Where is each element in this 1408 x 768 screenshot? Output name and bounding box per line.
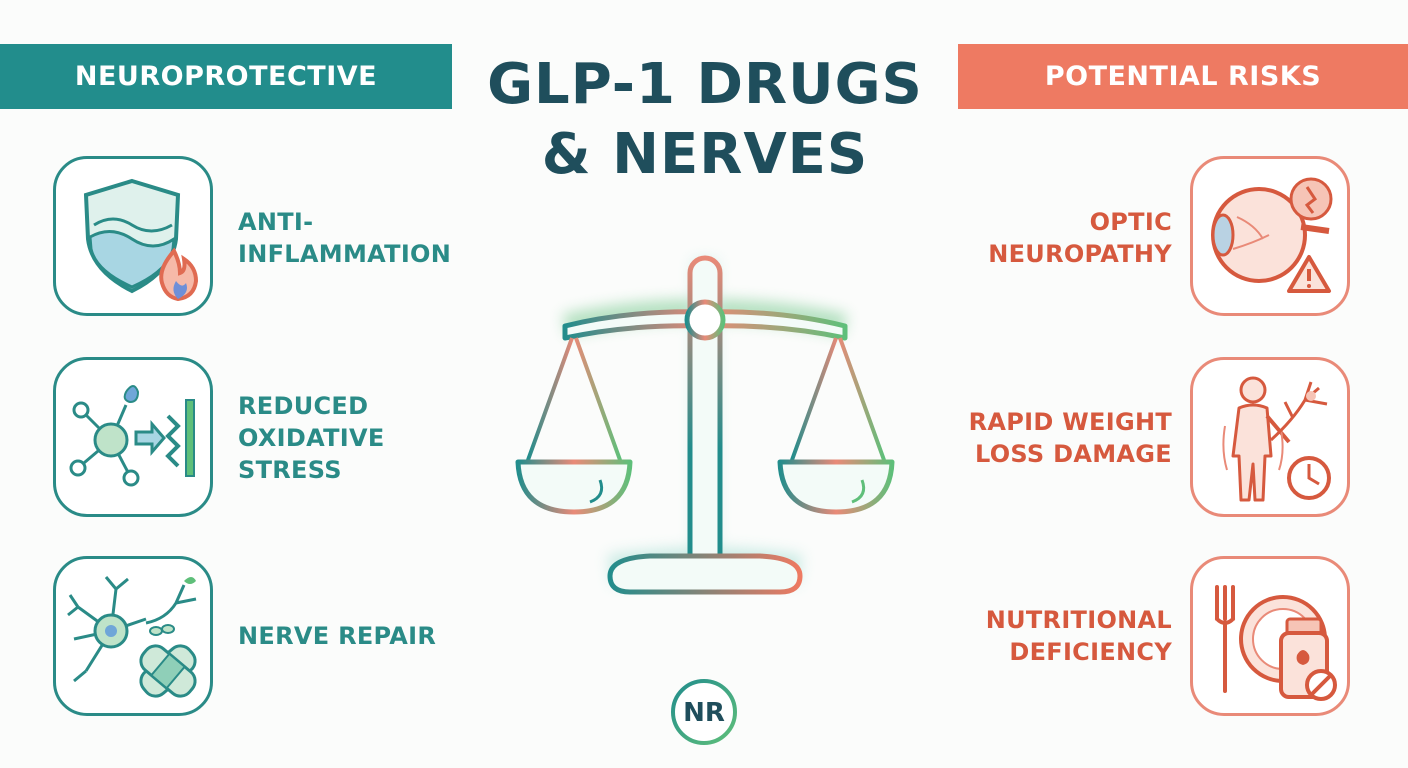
reduced-oxidative-stress-line-3: STRESS <box>238 456 342 484</box>
person-clock-icon <box>1222 376 1331 502</box>
neuron-bandage-icon <box>67 576 197 698</box>
title-line-1: GLP-1 DRUGS <box>487 52 923 117</box>
logo-text: NR <box>683 698 725 728</box>
eye-warning-icon <box>1211 177 1333 293</box>
reduced-oxidative-stress-line-1: REDUCED <box>238 392 369 420</box>
molecule-icon <box>69 385 195 487</box>
optic-neuropathy-line-2: NEUROPATHY <box>988 240 1172 268</box>
reduced-oxidative-stress-card <box>53 357 213 517</box>
nutritional-deficiency-line-1: NUTRITIONAL <box>985 606 1172 634</box>
anti-inflammation-line-1: ANTI- <box>238 208 314 236</box>
rapid-weight-loss-line-1: RAPID WEIGHT <box>968 408 1172 436</box>
reduced-oxidative-stress-label: REDUCED OXIDATIVE STRESS <box>238 390 385 486</box>
anti-inflammation-line-2: INFLAMMATION <box>238 240 452 268</box>
nutritional-deficiency-line-2: DEFICIENCY <box>1009 638 1172 666</box>
nerve-repair-card <box>53 556 213 716</box>
plate-pill-icon <box>1215 585 1337 701</box>
anti-inflammation-label: ANTI- INFLAMMATION <box>238 206 451 270</box>
optic-neuropathy-label: OPTIC NEUROPATHY <box>988 206 1172 270</box>
neuroprotective-banner: NEUROPROTECTIVE <box>0 44 452 109</box>
shield-flame-icon <box>83 178 199 302</box>
nr-logo: NR <box>671 679 737 745</box>
reduced-oxidative-stress-line-2: OXIDATIVE <box>238 424 385 452</box>
rapid-weight-loss-card <box>1190 357 1350 517</box>
title-line-2: & NERVES <box>541 122 869 187</box>
rapid-weight-loss-label: RAPID WEIGHT LOSS DAMAGE <box>969 406 1172 470</box>
nerve-repair-label: NERVE REPAIR <box>238 622 437 650</box>
anti-inflammation-card <box>53 156 213 316</box>
balance-scale-icon <box>515 255 895 595</box>
rapid-weight-loss-line-2: LOSS DAMAGE <box>974 440 1172 468</box>
nutritional-deficiency-card <box>1190 556 1350 716</box>
page-title: GLP-1 DRUGS & NERVES <box>452 50 958 190</box>
optic-neuropathy-line-1: OPTIC <box>1089 208 1172 236</box>
potential-risks-banner: POTENTIAL RISKS <box>958 44 1408 109</box>
optic-neuropathy-card <box>1190 156 1350 316</box>
nutritional-deficiency-label: NUTRITIONAL DEFICIENCY <box>986 604 1172 668</box>
